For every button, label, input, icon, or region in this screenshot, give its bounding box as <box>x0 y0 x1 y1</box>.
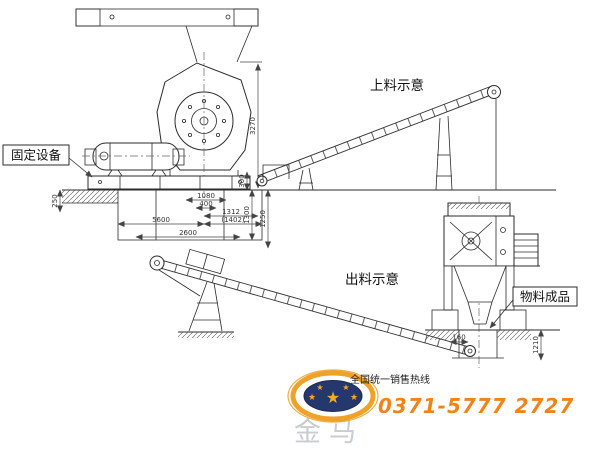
dim-1402: (1402) <box>221 216 245 224</box>
dim-160: 160 <box>452 334 465 342</box>
hotline-label: 全国统一销售热线 <box>350 373 430 386</box>
dim-1312: 1312 <box>222 208 240 216</box>
discharge-chute <box>453 265 507 303</box>
crusher-machine <box>75 8 263 241</box>
ground-lines <box>62 189 556 204</box>
logo-ring <box>290 370 376 422</box>
label-finished-material: 物料成品 <box>489 286 578 329</box>
crusher-body <box>156 52 252 198</box>
discharge-diagram-label: 出料示意 <box>345 271 399 288</box>
logo-center <box>303 380 363 412</box>
top-mounting-frame <box>75 8 259 63</box>
feed-diagram-label: 上料示意 <box>370 77 424 94</box>
watermark-logo: 金马 ★ ★ ★ ★ ★ 全国统一销售热线 0371-5777 2727 <box>287 369 574 448</box>
dim-1250: 1250 <box>259 210 267 228</box>
dim-1300: 1300 <box>243 206 251 224</box>
finished-material-text: 物料成品 <box>520 289 570 304</box>
discharge-conveyor: 出料示意 <box>149 248 476 357</box>
fixed-equipment-text: 固定设备 <box>11 148 62 163</box>
discharge-belt <box>155 248 474 357</box>
star-icon: ★ <box>308 393 316 403</box>
discharge-conveyor-legs <box>178 281 234 338</box>
motor <box>512 233 540 267</box>
feed-conveyor-legs <box>298 99 497 191</box>
feed-drum <box>82 142 190 177</box>
discharge-head-pulley <box>149 255 165 271</box>
star-icon: ★ <box>316 383 323 392</box>
product-crusher-machine: 160 1210 物料成品 <box>425 196 578 368</box>
phone-number: 0371-5777 2727 <box>378 394 574 418</box>
feed-belt <box>257 85 495 184</box>
dim-400: 400 <box>199 200 212 208</box>
star-icon: ★ <box>326 388 340 407</box>
finished-material-leader <box>489 299 514 329</box>
dim-300: 300 <box>238 174 246 187</box>
dim-3270: 3270 <box>249 117 257 135</box>
ground-hatch-left <box>62 190 118 203</box>
dim-5600: 5600 <box>152 216 170 224</box>
crusher-housing <box>443 215 515 267</box>
discharge-tail-pulley <box>464 345 476 357</box>
dim-250: 250 <box>51 194 59 207</box>
feed-conveyor: 上料示意 <box>256 77 501 191</box>
machine-base <box>87 175 251 190</box>
finished-material-box <box>512 286 578 307</box>
star-icon: ★ <box>350 393 358 403</box>
star-icon: ★ <box>342 383 349 392</box>
tail-pulley <box>256 175 268 187</box>
fixed-equipment-box <box>2 144 70 166</box>
fixed-equipment-leader <box>68 157 93 178</box>
feed-hopper <box>262 164 290 179</box>
dimensions-right: 160 1210 <box>449 329 544 361</box>
label-fixed-equipment: 固定设备 <box>2 144 93 178</box>
dimensions-left: 3270 300 250 1080 400 1312 (1402) 5600 2… <box>51 61 271 249</box>
left-leg <box>443 265 453 311</box>
head-pulley <box>487 85 501 99</box>
dim-1080: 1080 <box>197 192 215 200</box>
logo-outer-ring <box>287 369 379 423</box>
dim-2600: 2600 <box>179 229 197 237</box>
dim-1210: 1210 <box>532 336 540 354</box>
right-foundation <box>425 309 560 359</box>
